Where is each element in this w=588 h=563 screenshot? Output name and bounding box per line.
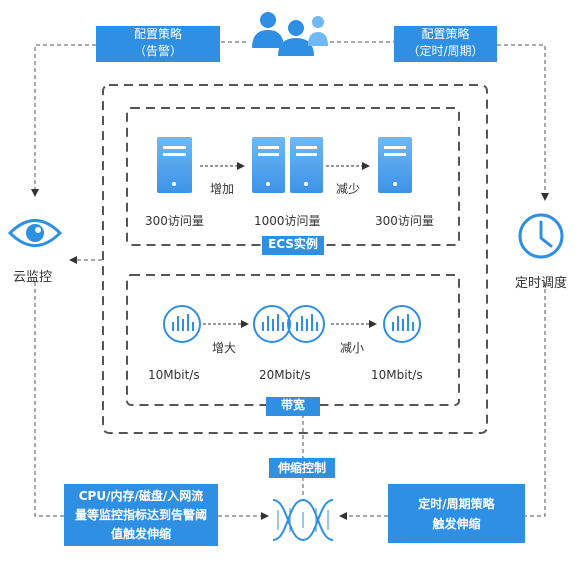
scaling-control-label: 伸缩控制 xyxy=(269,458,335,478)
schedule-policy-box: 配置策略 （定时/周期） xyxy=(394,26,497,62)
server-icon xyxy=(252,137,323,193)
cloud-monitor-label: 云监控 xyxy=(13,270,53,285)
ecs-increase-label: 增加 xyxy=(210,182,235,196)
eye-icon xyxy=(7,219,63,247)
outer-frame xyxy=(102,84,488,434)
alarm-trigger-line1: CPU/内存/磁盘/入网流 xyxy=(78,489,204,503)
ecs-title: ECS实例 xyxy=(262,236,324,255)
clock-icon xyxy=(518,213,564,259)
bandwidth-value-2: 20Mbit/s xyxy=(259,368,311,382)
bandwidth-icon xyxy=(253,305,325,343)
server-icon xyxy=(378,137,412,193)
server-icon xyxy=(157,137,192,193)
bandwidth-value-3: 10Mbit/s xyxy=(371,368,423,382)
bandwidth-icon xyxy=(163,305,201,343)
connector-left-down xyxy=(31,44,96,197)
connector-monitor-to-bottom xyxy=(34,282,64,517)
scheduler-label: 定时调度 xyxy=(515,276,568,291)
ecs-count-3: 300访问量 xyxy=(375,214,434,228)
ecs-decrease-label: 减少 xyxy=(336,182,361,196)
alarm-policy-line1: 配置策略 xyxy=(133,27,182,41)
bandwidth-decrease-label: 减小 xyxy=(340,341,365,355)
connector-right-down xyxy=(497,44,549,201)
schedule-trigger-box: 定时/周期策略 触发伸缩 xyxy=(388,484,525,543)
schedule-trigger-line1: 定时/周期策略 xyxy=(418,497,495,511)
connector-clock-to-bottom xyxy=(525,282,546,517)
bandwidth-value-1: 10Mbit/s xyxy=(148,368,200,382)
schedule-policy-line2: （定时/周期） xyxy=(407,44,484,58)
alarm-trigger-line3: 值触发伸缩 xyxy=(110,527,171,541)
users-icon xyxy=(252,12,328,56)
bandwidth-title: 带宽 xyxy=(266,397,320,416)
schedule-trigger-line2: 触发伸缩 xyxy=(432,517,481,531)
alarm-trigger-line2: 量等监控指标达到告警阈 xyxy=(74,508,207,522)
ecs-count-2: 1000访问量 xyxy=(254,214,321,228)
ecs-frame xyxy=(126,107,460,246)
scaling-helix-icon xyxy=(272,498,334,542)
schedule-policy-line1: 配置策略 xyxy=(421,27,470,41)
alarm-policy-line2: （告警） xyxy=(133,44,182,58)
ecs-count-1: 300访问量 xyxy=(145,214,204,228)
bandwidth-icon xyxy=(383,305,421,343)
bandwidth-increase-label: 增大 xyxy=(212,341,237,355)
alarm-trigger-box: CPU/内存/磁盘/入网流 量等监控指标达到告警阈 值触发伸缩 xyxy=(64,484,218,546)
alarm-policy-box: 配置策略 （告警） xyxy=(96,26,220,62)
